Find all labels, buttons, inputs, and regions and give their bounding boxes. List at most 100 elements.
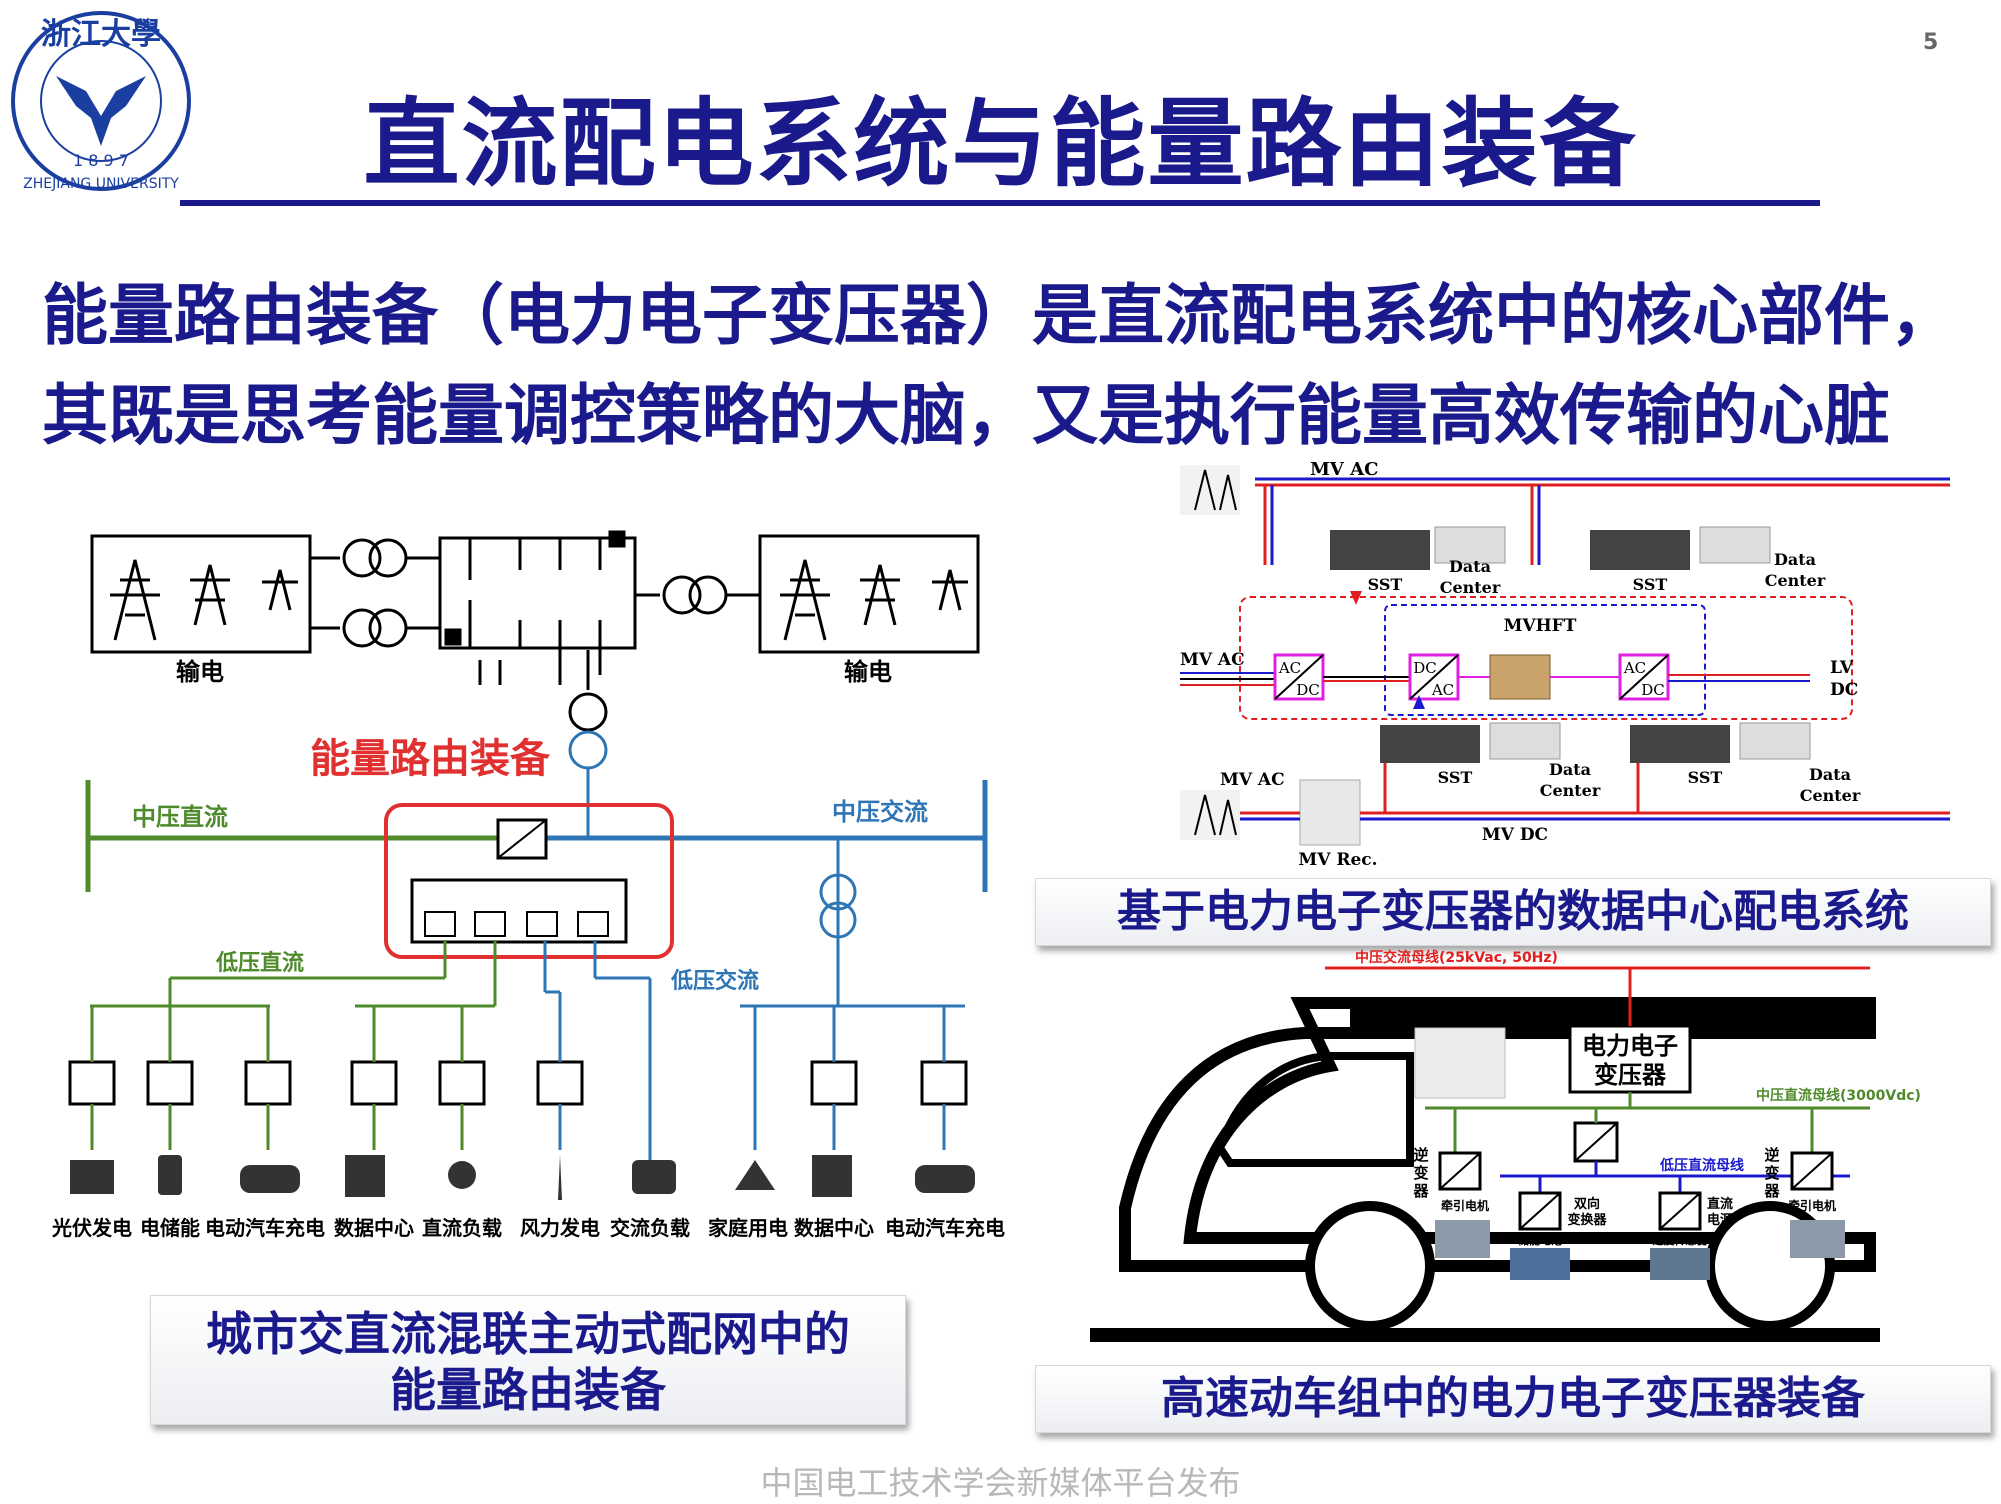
svg-text:器: 器 xyxy=(1412,1182,1429,1200)
svg-text:SST: SST xyxy=(1368,575,1403,594)
train-window xyxy=(1215,1052,1414,1167)
svg-text:MV AC: MV AC xyxy=(1180,650,1245,670)
transformer-icon xyxy=(310,538,760,648)
svg-text:牵引电机: 牵引电机 xyxy=(1788,1198,1836,1213)
svg-text:器: 器 xyxy=(1763,1182,1780,1200)
svg-text:MV AC: MV AC xyxy=(1220,770,1285,790)
load-label: 数据中心 xyxy=(334,1216,414,1240)
svg-text:Data: Data xyxy=(1809,765,1851,784)
load-label: 交流负载 xyxy=(610,1216,690,1240)
rail xyxy=(1090,1328,1880,1342)
svg-text:低压直流母线: 低压直流母线 xyxy=(1659,1157,1744,1174)
svg-text:中压交流母线(25kVac, 50Hz): 中压交流母线(25kVac, 50Hz) xyxy=(1355,949,1558,966)
svg-text:Center: Center xyxy=(1440,578,1501,597)
lv-dc-label: 低压直流 xyxy=(215,950,304,976)
svg-text:MV DC: MV DC xyxy=(1482,825,1548,845)
transmission-label-right: 输电 xyxy=(844,658,892,686)
load-label: 光伏发电 xyxy=(51,1216,132,1240)
svg-text:AC: AC xyxy=(1278,659,1301,677)
ev-icon xyxy=(915,1165,975,1193)
data-center-unit xyxy=(1434,526,1506,564)
svg-text:DC: DC xyxy=(1413,659,1437,677)
ev-icon xyxy=(240,1165,300,1193)
svg-text:SST: SST xyxy=(1633,575,1668,594)
svg-text:电力电子: 电力电子 xyxy=(1582,1032,1678,1060)
mv-rectifier xyxy=(1299,779,1361,846)
sst-unit xyxy=(1590,530,1690,570)
svg-text:SST: SST xyxy=(1688,768,1723,787)
svg-text:牵引电机: 牵引电机 xyxy=(1441,1198,1489,1213)
caption-train: 高速动车组中的电力电子变压器装备 xyxy=(1035,1365,1991,1433)
tower-icon xyxy=(1194,794,1237,836)
load-label: 电储能 xyxy=(140,1216,200,1240)
converter-bridge xyxy=(438,530,637,685)
data-center-unit xyxy=(1699,526,1771,564)
bulb-icon xyxy=(448,1161,476,1189)
data-center-unit xyxy=(1489,722,1561,760)
svg-text:Center: Center xyxy=(1765,571,1826,590)
house-icon xyxy=(735,1160,775,1190)
svg-text:LV: LV xyxy=(1830,658,1854,678)
lv-ac-label: 低压交流 xyxy=(670,968,759,994)
svg-text:逆: 逆 xyxy=(1413,1146,1428,1164)
caption-left: 城市交直流混联主动式配网中的 能量路由装备 xyxy=(150,1295,906,1425)
svg-text:MV AC: MV AC xyxy=(1310,459,1378,480)
motor-icon xyxy=(632,1160,676,1194)
data-center-unit xyxy=(1739,722,1811,760)
tower-icon xyxy=(110,559,298,641)
load-label: 数据中心 xyxy=(794,1216,874,1240)
load-icons xyxy=(70,1155,975,1200)
intro-line-2: 其既是思考能量调控策略的大脑，又是执行能量高效传输的心脏 xyxy=(42,377,1890,454)
svg-text:储能电池: 储能电池 xyxy=(1518,1233,1562,1247)
server-icon xyxy=(345,1155,385,1197)
svg-text:变: 变 xyxy=(1413,1164,1428,1182)
svg-text:MVHFT: MVHFT xyxy=(1504,616,1577,636)
transmission-label-left: 输电 xyxy=(176,658,224,686)
pet-cabinet xyxy=(1414,1027,1506,1099)
mv-dc-label: 中压直流 xyxy=(132,803,228,831)
svg-text:直流: 直流 xyxy=(1707,1196,1733,1212)
zju-logo: 浙江大學 1 8 9 7 ZHEJIANG UNIVERSITY xyxy=(11,11,191,192)
wind-turbine-icon xyxy=(558,1155,562,1200)
mvhft-unit xyxy=(1489,654,1551,700)
svg-text:速度传感器: 速度传感器 xyxy=(1653,1233,1709,1247)
converter-row xyxy=(68,1060,968,1106)
router-box xyxy=(384,803,674,959)
svg-text:AC: AC xyxy=(1431,681,1454,699)
solar-panel-icon xyxy=(70,1160,114,1194)
sst-unit xyxy=(1630,725,1730,763)
load-label: 电动汽车充电 xyxy=(885,1216,1005,1240)
train-body xyxy=(1119,997,1876,1272)
load-label: 电动汽车充电 xyxy=(205,1216,325,1240)
page-number: 5 xyxy=(1923,30,1939,55)
svg-text:Data: Data xyxy=(1549,760,1591,779)
grid-diagram: 输电 输电 能量路由装备 中压直流 中压交流 低压直流 xyxy=(51,530,1005,1240)
caption-dc: 基于电力电子变压器的数据中心配电系统 xyxy=(1035,878,1991,946)
train-diagram: 中压交流母线(25kVac, 50Hz) 电力电子 变压器 中压直流母线(300… xyxy=(1090,949,1921,1342)
mv-ac-label: 中压交流 xyxy=(832,798,928,826)
eagle-icon xyxy=(56,76,146,146)
server-icon xyxy=(812,1155,852,1197)
footer-watermark: 中国电工技术学会新媒体平台发布 xyxy=(760,1464,1241,1502)
svg-text:DC: DC xyxy=(1296,681,1320,699)
load-label: 直流负载 xyxy=(422,1216,502,1240)
svg-text:Center: Center xyxy=(1800,786,1861,805)
sst-unit xyxy=(1330,530,1430,570)
tower-icon xyxy=(780,559,968,641)
svg-text:电源: 电源 xyxy=(1707,1212,1733,1228)
battery-pack-icon xyxy=(1510,1248,1570,1280)
svg-text:DC: DC xyxy=(1641,681,1665,699)
sst-unit xyxy=(1380,725,1480,763)
svg-text:Data: Data xyxy=(1449,557,1491,576)
title-underline xyxy=(180,200,1820,206)
logo-english-text: ZHEJIANG UNIVERSITY xyxy=(23,176,179,192)
transmission-box-left xyxy=(90,534,312,654)
traction-motor-icon xyxy=(1790,1220,1845,1258)
svg-text:双向: 双向 xyxy=(1574,1196,1600,1212)
svg-text:逆: 逆 xyxy=(1764,1146,1779,1164)
router-label: 能量路由装备 xyxy=(310,736,551,782)
logo-chinese-text: 浙江大學 xyxy=(41,17,161,52)
svg-text:MV Rec.: MV Rec. xyxy=(1298,850,1377,870)
wheel xyxy=(1305,1201,1435,1331)
traction-motor-icon xyxy=(1435,1220,1490,1258)
